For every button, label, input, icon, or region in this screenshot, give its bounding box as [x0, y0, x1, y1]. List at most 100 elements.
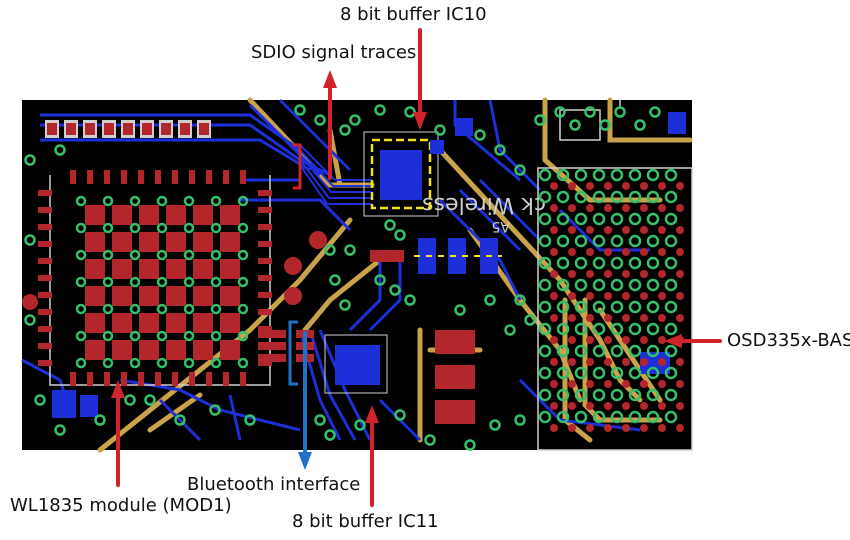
perimeter-pad — [38, 343, 52, 349]
module-via — [156, 222, 168, 234]
bga-via — [592, 322, 606, 336]
perimeter-pad — [155, 372, 161, 386]
module-pad — [139, 286, 159, 306]
module-via — [210, 276, 222, 288]
bga-via — [610, 300, 624, 314]
module-via — [237, 222, 249, 234]
perimeter-pad — [172, 372, 178, 386]
bga-via — [538, 300, 552, 314]
bga-ball — [586, 248, 594, 256]
bga-via — [610, 388, 624, 402]
bga-via — [664, 212, 678, 226]
module-via — [75, 222, 87, 234]
perimeter-pad — [223, 170, 229, 184]
bga-via — [646, 234, 660, 248]
bga-ball — [604, 292, 612, 300]
bga-via — [628, 256, 642, 270]
bga-via — [574, 322, 588, 336]
via — [374, 104, 386, 116]
bga-ball — [604, 336, 612, 344]
via — [394, 409, 406, 421]
module-pad — [85, 286, 105, 306]
bga-via — [610, 278, 624, 292]
bga-via — [610, 366, 624, 380]
bga-ball — [550, 424, 558, 432]
bga-via — [538, 256, 552, 270]
via — [244, 414, 256, 426]
resistor-pad — [180, 123, 190, 135]
perimeter-pad — [38, 326, 52, 332]
perimeter-pad — [240, 170, 246, 184]
bga-via — [610, 190, 624, 204]
osd335x-bga-grid — [538, 168, 684, 432]
bga-via — [664, 366, 678, 380]
module-pad — [166, 286, 186, 306]
bga-via — [664, 344, 678, 358]
bluetooth-bracket — [288, 320, 298, 386]
silkscreen-text-small: A5 — [492, 218, 510, 234]
perimeter-pad — [87, 372, 93, 386]
perimeter-pad — [189, 170, 195, 184]
bga-via — [628, 168, 642, 182]
bga-via — [628, 366, 642, 380]
bga-ball — [568, 358, 576, 366]
module-via — [102, 222, 114, 234]
resistor-row-top — [45, 120, 211, 138]
bga-via — [538, 366, 552, 380]
bga-via — [610, 344, 624, 358]
bga-ball — [568, 182, 576, 190]
perimeter-pad — [38, 258, 52, 264]
bga-ball — [622, 226, 630, 234]
bga-via — [574, 410, 588, 424]
module-via — [237, 195, 249, 207]
via — [374, 274, 386, 286]
sdio-trace-bundle — [299, 144, 372, 205]
bga-ball — [640, 270, 648, 278]
bga-via — [574, 344, 588, 358]
bga-ball — [658, 204, 666, 212]
bga-via — [664, 322, 678, 336]
via — [294, 104, 306, 116]
label-osd335x: OSD335x-BAS — [727, 330, 850, 351]
bga-via — [592, 344, 606, 358]
bga-via — [628, 300, 642, 314]
module-via — [210, 303, 222, 315]
bga-via — [664, 388, 678, 402]
module-via — [156, 303, 168, 315]
bga-ball — [676, 182, 684, 190]
module-via — [210, 222, 222, 234]
perimeter-pad — [38, 190, 52, 196]
bga-ball — [622, 358, 630, 366]
via — [339, 299, 351, 311]
bga-via — [538, 168, 552, 182]
bga-ball — [640, 292, 648, 300]
module-via — [129, 249, 141, 261]
module-pad — [220, 313, 240, 333]
bga-ball — [676, 314, 684, 322]
bga-via — [610, 168, 624, 182]
resistor-pad — [199, 123, 209, 135]
bga-via — [574, 234, 588, 248]
bga-via — [538, 212, 552, 226]
bga-ball — [622, 182, 630, 190]
perimeter-pad — [172, 170, 178, 184]
perimeter-pad — [258, 258, 272, 264]
module-via — [210, 249, 222, 261]
bga-ball — [568, 204, 576, 212]
bga-via — [646, 322, 660, 336]
bga-ball — [604, 204, 612, 212]
via — [569, 119, 581, 131]
perimeter-pad — [189, 372, 195, 386]
module-via — [129, 303, 141, 315]
bga-ball — [604, 226, 612, 234]
bga-ball — [676, 248, 684, 256]
perimeter-pad — [258, 309, 272, 315]
bga-via — [628, 190, 642, 204]
bga-via — [556, 168, 570, 182]
bga-ball — [586, 204, 594, 212]
bga-ball — [550, 204, 558, 212]
via — [514, 294, 526, 306]
module-via — [129, 330, 141, 342]
via — [339, 124, 351, 136]
module-via — [75, 195, 87, 207]
